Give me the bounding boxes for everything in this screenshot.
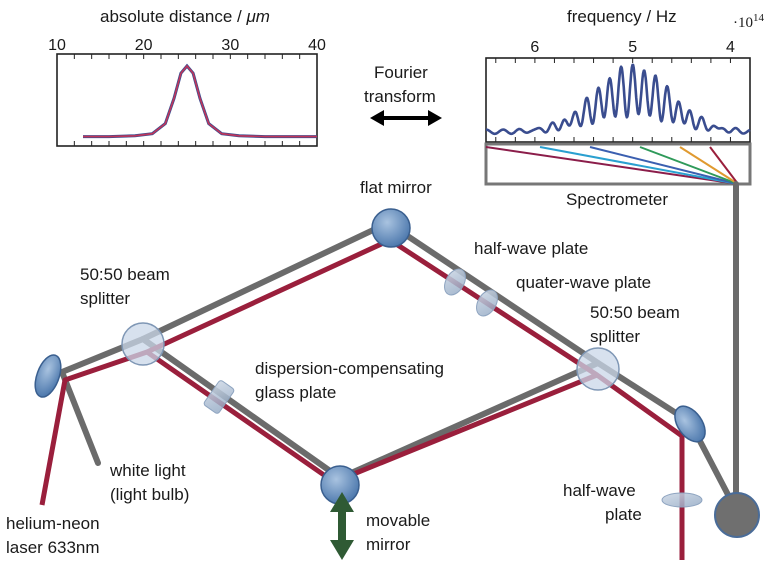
- distance-axis-unit: μm: [246, 7, 270, 26]
- beam-splitter-left-icon: [121, 322, 165, 366]
- distance-tick-label: 10: [48, 37, 66, 54]
- flat-mirror-icon: [371, 208, 411, 248]
- spectrometer: [484, 142, 752, 186]
- fourier-double-arrow: [370, 110, 442, 126]
- frequency-tick-label: 5: [628, 39, 637, 56]
- frequency-plot: 6 5 4: [485, 39, 751, 143]
- beam-splitter-right-icon: [576, 347, 620, 391]
- frequency-axis-ticks: 6 5 4: [495, 39, 735, 142]
- beam-splitter-left-label-line1: 50:50 beam: [80, 265, 170, 284]
- quarter-wave-plate-label: quater-wave plate: [516, 273, 652, 292]
- spectrometer-box: [484, 142, 752, 186]
- spectrometer-label: Spectrometer: [566, 190, 669, 209]
- half-wave-plate-top-label: half-wave plate: [474, 239, 589, 258]
- distance-axis-ticks: 10 20 30 40: [48, 37, 326, 146]
- distance-axis-label-text: absolute distance /: [100, 7, 247, 26]
- detector-icon: [714, 492, 760, 538]
- laser-label-line1: helium-neon: [6, 514, 100, 533]
- distance-axis-label: absolute distance / μm: [100, 6, 270, 27]
- half-wave-plate-top-icon: [444, 268, 466, 296]
- white-light-label-line2: (light bulb): [110, 485, 190, 504]
- dispersion-plate-icon: [203, 380, 235, 414]
- distance-tick-label: 20: [135, 37, 153, 54]
- frequency-tick-label: 4: [726, 39, 735, 56]
- fourier-transform-label-line1: Fourier: [374, 63, 428, 82]
- distance-tick-label: 30: [221, 37, 239, 54]
- white-light-label-line1: white light: [110, 461, 186, 480]
- frequency-exponent-base: ·10: [733, 15, 753, 31]
- beam-splitter-right-label-line2: splitter: [590, 327, 641, 346]
- dispersion-plate-label-line1: dispersion-compensating: [255, 359, 444, 378]
- distance-plot: 10 20 30 40: [48, 37, 326, 147]
- half-wave-plate-bottom-label-line2: plate: [605, 505, 642, 524]
- movable-mirror-label-line1: movable: [366, 511, 431, 530]
- beam-splitter-left-label-line2: splitter: [80, 289, 131, 308]
- distance-tick-label: 40: [308, 37, 326, 54]
- movable-mirror-label-line2: mirror: [366, 535, 411, 554]
- movable-mirror-arrow-icon: [330, 492, 354, 560]
- half-wave-plate-bottom-icon: [661, 492, 703, 508]
- quarter-wave-plate-icon: [476, 289, 498, 317]
- source-mirror-icon: [34, 354, 62, 398]
- distance-series-red: [83, 64, 317, 138]
- right-mirror-icon: [674, 405, 706, 443]
- frequency-tick-label: 6: [530, 39, 539, 56]
- frequency-spectrum-line: [485, 63, 751, 136]
- half-wave-plate-bottom-label-line1: half-wave: [563, 481, 636, 500]
- fourier-transform-label-line2: transform: [364, 87, 436, 106]
- frequency-axis-label: frequency / Hz: [567, 7, 677, 26]
- laser-label-line2: laser 633nm: [6, 538, 100, 557]
- frequency-exponent-power: 14: [753, 12, 764, 24]
- distance-plot-frame: [56, 53, 318, 147]
- dispersion-plate-label-line2: glass plate: [255, 383, 337, 402]
- frequency-exponent: ·1014: [733, 8, 764, 34]
- flat-mirror-label: flat mirror: [360, 178, 432, 197]
- beam-splitter-right-label-line1: 50:50 beam: [590, 303, 680, 322]
